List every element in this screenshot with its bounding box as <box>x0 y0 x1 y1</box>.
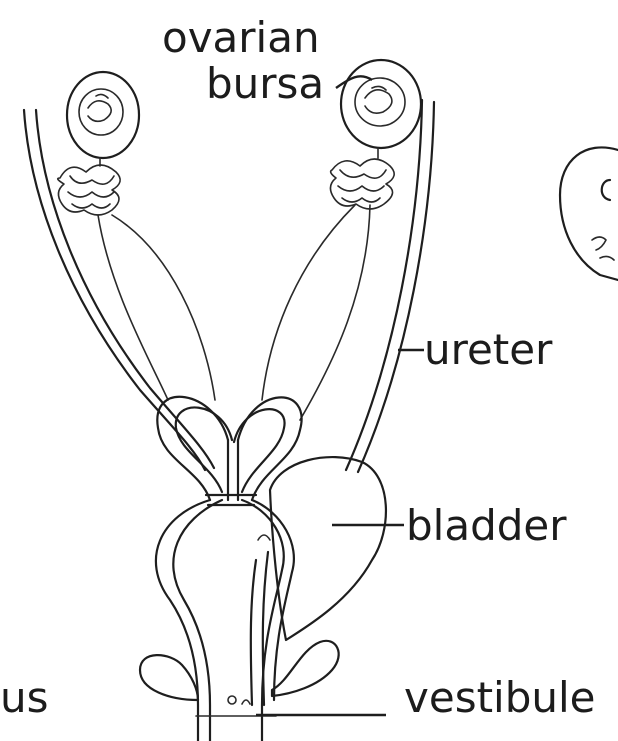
left-oviduct-coil <box>58 165 120 215</box>
label-bladder: bladder <box>406 501 567 550</box>
left-ovary <box>67 72 139 166</box>
label-ureter: ureter <box>424 325 553 374</box>
left-vestibular-gland <box>140 655 198 700</box>
right-oviduct-coil <box>330 159 394 209</box>
label-ovarian: ovarian <box>162 13 320 62</box>
bladder <box>270 457 386 640</box>
label-bursa: bursa <box>206 59 324 108</box>
label-left-cut: us <box>0 673 49 722</box>
partial-right-figure <box>560 147 618 280</box>
uterine-horns <box>157 397 301 500</box>
urethra <box>251 535 270 705</box>
right-vestibular-gland <box>272 641 339 696</box>
right-ovary <box>341 60 421 158</box>
label-vestibule: vestibule <box>404 673 596 722</box>
